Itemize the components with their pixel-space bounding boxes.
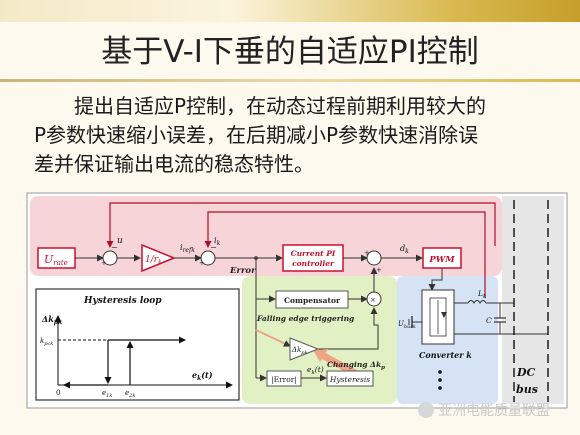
svg-text:×: × bbox=[370, 296, 376, 304]
droop-gain-block bbox=[141, 243, 176, 273]
lk-label: Lk bbox=[477, 289, 487, 300]
u-busk-label: Ubusk bbox=[398, 320, 416, 330]
svg-text:−: − bbox=[111, 243, 118, 252]
adaptive-gain-label: Δkpk bbox=[291, 346, 308, 356]
svg-text:+: + bbox=[376, 266, 382, 274]
c-label: C bbox=[486, 316, 492, 325]
changing-label: Changing Δkp bbox=[327, 360, 385, 371]
d-k-label: dk bbox=[400, 244, 409, 255]
grey-dcbus-region bbox=[502, 196, 564, 404]
body-line-3: 差并保证输出电流的稳态特性。 bbox=[34, 152, 314, 176]
voltage-feedback-line bbox=[106, 202, 496, 248]
hysteresis-block bbox=[326, 370, 374, 387]
current-feedback-line bbox=[204, 211, 486, 298]
dc-label: DC bbox=[516, 366, 536, 379]
current-pi-block bbox=[282, 244, 344, 272]
bus-label: bus bbox=[516, 383, 538, 396]
falling-edge-label: Falling edge triggering bbox=[256, 314, 354, 323]
ek-t-label: ek(t) bbox=[307, 365, 324, 376]
svg-text:+: + bbox=[364, 249, 370, 257]
body-line-2: P参数快速缩小误差，在后期减小P参数快速消除误 bbox=[34, 123, 479, 147]
hys-e1-label: e1k bbox=[102, 389, 112, 399]
svg-text:−: − bbox=[210, 243, 217, 252]
slide-body: 提出自适应P控制，在动态过程前期利用较大的 P参数快速缩小误差，在后期减小P参数… bbox=[34, 92, 574, 179]
pwm-label: PWM bbox=[428, 255, 455, 265]
slide-title: 基于V-I下垂的自适应PI控制 bbox=[101, 34, 479, 70]
watermark: 亚洲电能质量联盟 bbox=[418, 400, 550, 420]
hysteresis-loop-title: Hysteresis loop bbox=[83, 296, 162, 306]
converter-k-label: Converter k bbox=[419, 350, 472, 360]
i-k-label: ik bbox=[214, 236, 221, 247]
compensator-label: Compensator bbox=[284, 296, 341, 305]
abs-error-label: |Error| bbox=[271, 375, 297, 384]
hys-e2-label: e2k bbox=[125, 389, 135, 399]
current-pi-label-1: Current PI bbox=[291, 249, 336, 258]
inductor bbox=[467, 300, 487, 304]
svg-text:+: + bbox=[101, 259, 107, 267]
error-label: Error bbox=[229, 266, 256, 276]
u-rate-label: Urate bbox=[44, 253, 68, 267]
adaptive-gain-block bbox=[289, 337, 320, 361]
svg-text:+: + bbox=[199, 259, 205, 267]
u-signal-label: u bbox=[117, 236, 123, 246]
title-divider bbox=[0, 79, 580, 82]
body-line-1: 提出自适应P控制，在动态过程前期利用较大的 bbox=[74, 94, 487, 118]
hys-xaxis-label: ek(t) bbox=[192, 370, 213, 382]
top-decor-bar bbox=[0, 0, 580, 22]
current-pi-label-2: controller bbox=[292, 259, 335, 268]
i-refk-label: irefk bbox=[180, 243, 195, 254]
hys-zero-label: 0 bbox=[56, 389, 60, 397]
droop-gain-label: 1/rk bbox=[145, 255, 162, 266]
hys-kpc-label: kpck bbox=[40, 337, 53, 347]
hysteresis-label: Hysteresis bbox=[329, 375, 370, 384]
wechat-icon bbox=[418, 402, 434, 418]
